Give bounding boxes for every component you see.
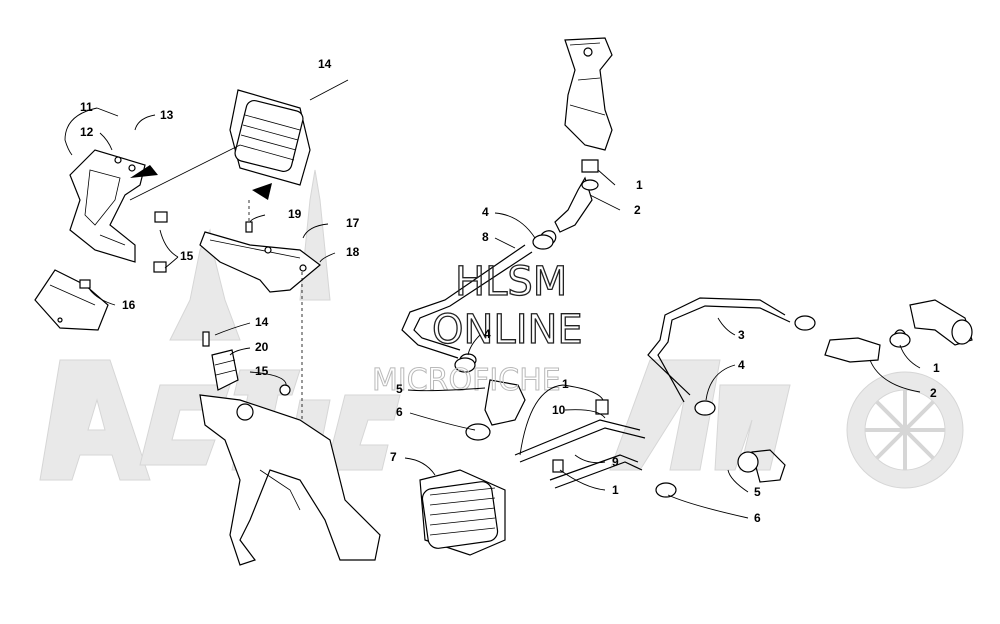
cooler-bracket	[69, 149, 158, 263]
callout-4: 4	[738, 358, 745, 372]
callout-14: 14	[255, 315, 269, 329]
callout-14: 14	[318, 57, 332, 71]
callout-13: 13	[160, 108, 174, 122]
upper-oil-cooler	[129, 79, 349, 201]
callout-18: 18	[346, 245, 360, 259]
callout-4: 4	[484, 327, 491, 341]
coolant-pipe-3	[647, 297, 791, 403]
clip-15-upper	[153, 211, 291, 396]
callout-15: 15	[255, 364, 269, 378]
hose-right-5	[737, 449, 786, 483]
lower-oil-cooler	[419, 469, 506, 556]
callout-3: 3	[738, 328, 745, 342]
watermark-line3: MICROFICHE	[372, 363, 561, 398]
callout-16: 16	[122, 298, 136, 312]
watermark-line2: ONLINE	[432, 307, 583, 353]
hose-left-5	[465, 379, 526, 441]
callout-6: 6	[396, 405, 403, 419]
callout-12: 12	[80, 125, 94, 139]
callout-1: 1	[636, 178, 643, 192]
callout-20: 20	[255, 340, 269, 354]
callout-5: 5	[754, 485, 761, 499]
callout-2: 2	[930, 386, 937, 400]
callout-19: 19	[288, 207, 302, 221]
callout-5: 5	[396, 382, 403, 396]
callout-10: 10	[552, 403, 566, 417]
frame-section	[199, 331, 381, 566]
callout-6: 6	[754, 511, 761, 525]
thermostat-housing	[564, 37, 613, 173]
callout-1: 1	[933, 361, 940, 375]
leader-lines	[64, 107, 921, 519]
callout-labels: 14 11 13 12 19 17 18 15 16 14 20 15 1 2 …	[80, 57, 940, 525]
oil-lines	[514, 399, 646, 489]
callout-2: 2	[634, 203, 641, 217]
callout-9: 9	[612, 455, 619, 469]
hlsm-watermark: HLSM ONLINE MICROFICHE	[372, 258, 584, 398]
heat-shield	[199, 183, 321, 450]
callout-4: 4	[482, 205, 489, 219]
clamps	[454, 234, 911, 498]
tee-fitting-right	[824, 299, 973, 363]
watermark-line1: HLSM	[455, 259, 567, 305]
callout-1: 1	[612, 483, 619, 497]
callout-7: 7	[390, 450, 397, 464]
callout-1: 1	[562, 377, 569, 391]
callout-8: 8	[482, 230, 489, 244]
callout-11: 11	[80, 100, 93, 114]
callout-15: 15	[180, 249, 194, 263]
callout-17: 17	[346, 216, 360, 230]
mount-pad	[34, 269, 109, 331]
